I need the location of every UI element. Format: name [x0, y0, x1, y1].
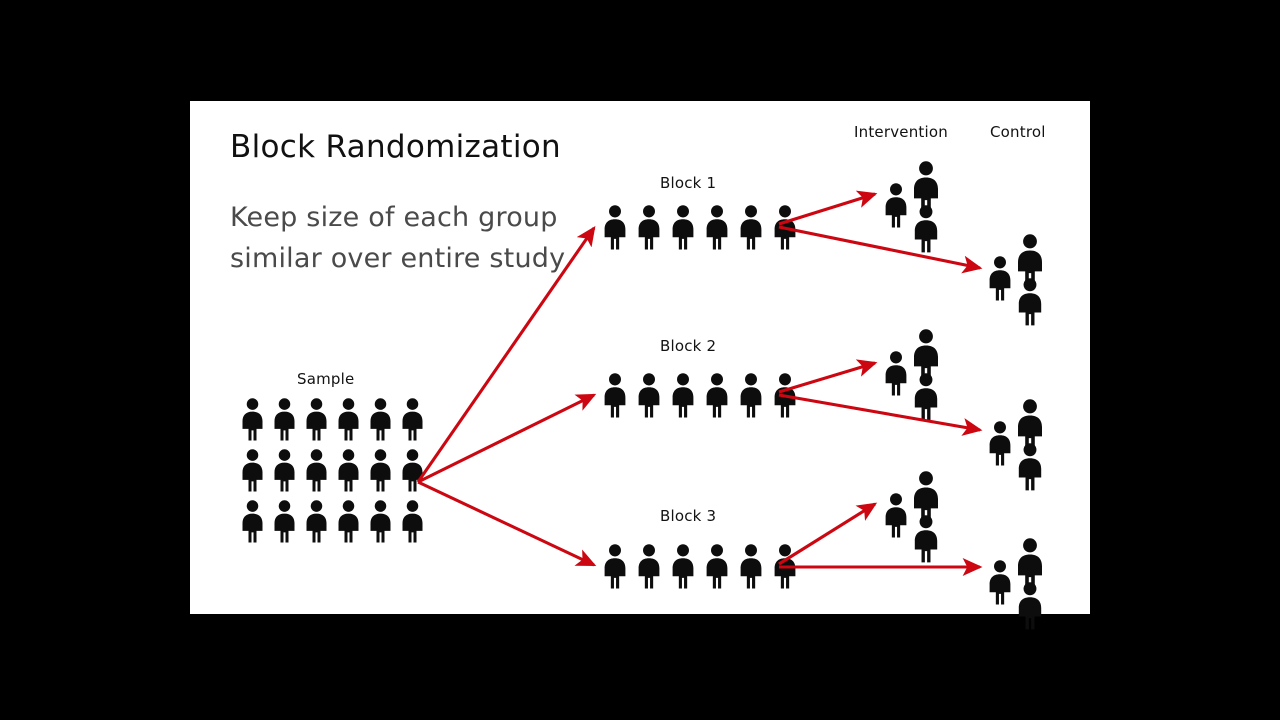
person-intervention1-3 — [883, 183, 909, 228]
person-block1-5 — [738, 205, 764, 250]
person-intervention2-3 — [883, 351, 909, 396]
person-block2-1 — [602, 373, 628, 418]
person-intervention1-1 — [911, 161, 941, 213]
person-sample-6 — [400, 398, 425, 441]
person-block2-2 — [636, 373, 662, 418]
person-sample-3 — [304, 398, 329, 441]
person-block1-3 — [670, 205, 696, 250]
person-control2-3 — [987, 421, 1013, 466]
person-intervention1-2 — [912, 205, 940, 253]
arrow-block-2-to-control — [778, 393, 983, 436]
person-sample-1 — [240, 398, 265, 441]
person-block2-3 — [670, 373, 696, 418]
person-sample-2 — [272, 398, 297, 441]
person-block2-6 — [772, 373, 798, 418]
person-block3-1 — [602, 544, 628, 589]
person-block2-5 — [738, 373, 764, 418]
person-control1-3 — [987, 256, 1013, 301]
person-sample-10 — [336, 449, 361, 492]
person-block1-4 — [704, 205, 730, 250]
person-control1-2 — [1016, 278, 1044, 326]
arrow-sample-to-block-3 — [417, 480, 597, 567]
label-control: Control — [990, 123, 1046, 141]
person-control2-2 — [1016, 443, 1044, 491]
person-control2-1 — [1015, 399, 1045, 451]
person-control3-1 — [1015, 538, 1045, 590]
person-sample-15 — [304, 500, 329, 543]
arrow-sample-to-block-2 — [417, 393, 597, 484]
person-block2-4 — [704, 373, 730, 418]
person-block1-6 — [772, 205, 798, 250]
page-title: Block Randomization — [230, 129, 562, 165]
person-intervention2-2 — [912, 373, 940, 421]
person-control1-1 — [1015, 234, 1045, 286]
person-sample-13 — [240, 500, 265, 543]
person-sample-18 — [400, 500, 425, 543]
person-block3-3 — [670, 544, 696, 589]
person-sample-5 — [368, 398, 393, 441]
person-sample-14 — [272, 500, 297, 543]
slide-panel: Block Randomization Keep size of each gr… — [190, 101, 1090, 630]
person-sample-11 — [368, 449, 393, 492]
label-block-3: Block 3 — [660, 507, 717, 525]
person-sample-8 — [272, 449, 297, 492]
person-block3-6 — [772, 544, 798, 589]
person-control3-2 — [1016, 582, 1044, 630]
person-block3-2 — [636, 544, 662, 589]
label-intervention: Intervention — [854, 123, 948, 141]
person-block3-5 — [738, 544, 764, 589]
person-intervention3-1 — [911, 471, 941, 523]
person-intervention3-2 — [912, 515, 940, 563]
person-block3-4 — [704, 544, 730, 589]
label-block-1: Block 1 — [660, 174, 717, 192]
person-intervention2-1 — [911, 329, 941, 381]
person-sample-9 — [304, 449, 329, 492]
person-intervention3-3 — [883, 493, 909, 538]
label-block-2: Block 2 — [660, 337, 717, 355]
page-subtitle: Keep size of each group similar over ent… — [230, 202, 566, 274]
person-control3-3 — [987, 560, 1013, 605]
person-sample-12 — [400, 449, 425, 492]
person-sample-4 — [336, 398, 361, 441]
arrow-block-1-to-control — [778, 225, 983, 274]
label-sample: Sample — [297, 370, 355, 388]
person-sample-16 — [336, 500, 361, 543]
person-block1-2 — [636, 205, 662, 250]
person-sample-7 — [240, 449, 265, 492]
person-block1-1 — [602, 205, 628, 250]
person-sample-17 — [368, 500, 393, 543]
